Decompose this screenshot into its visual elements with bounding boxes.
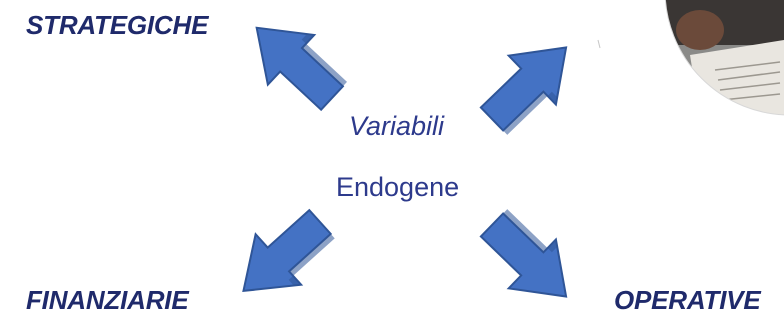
- label-operative: OPERATIVE: [614, 285, 761, 315]
- label-strategiche: STRATEGICHE: [26, 10, 209, 40]
- label-finanziarie: FINANZIARIE: [26, 285, 189, 315]
- arrow-up-right-icon: [479, 46, 568, 135]
- arrow-down-left-icon: [242, 208, 335, 293]
- center-label-variabili: Variabili: [349, 111, 445, 141]
- arrow-up-left-icon: [255, 26, 348, 112]
- arrow-down-right-icon: [479, 209, 568, 298]
- person-reading-book-photo: [665, 0, 784, 115]
- center-label-endogene: Endogene: [336, 172, 460, 202]
